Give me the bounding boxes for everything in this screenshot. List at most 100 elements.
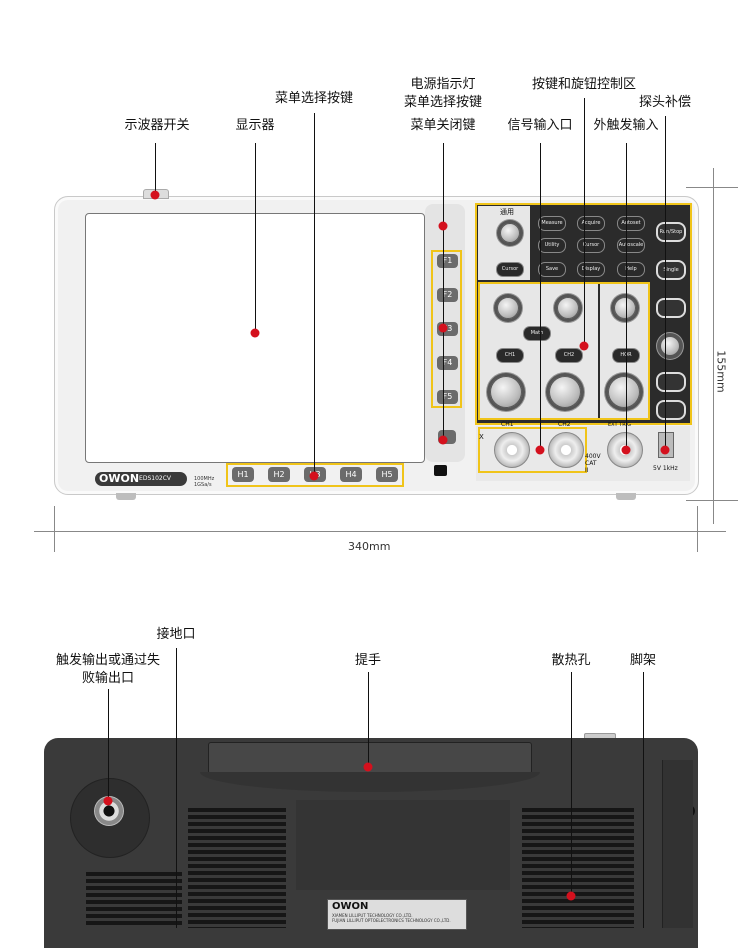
f4-key[interactable]: F4	[437, 356, 458, 370]
width-dim-line	[34, 531, 726, 532]
h5-key[interactable]: H5	[376, 467, 398, 482]
stand-bracket[interactable]	[662, 760, 693, 928]
leader-power-switch	[155, 143, 157, 195]
leader-controls-area	[584, 98, 586, 346]
ch1-button[interactable]: CH1	[496, 348, 524, 363]
save-button[interactable]: Save	[538, 262, 566, 277]
nameplate-brand: OWON	[332, 901, 369, 912]
nameplate-line2: FUJIAN LILLIPUT OPTOELECTRONICS TECHNOLO…	[332, 918, 451, 923]
probe-comp-label: 5V 1kHz	[653, 465, 678, 472]
label-probe-comp: 探头补偿	[638, 95, 692, 110]
marker-display	[250, 328, 260, 338]
label-menu-select: 菜单选择按键	[274, 91, 354, 106]
h4-key[interactable]: H4	[340, 467, 362, 482]
ch2-position-knob[interactable]	[557, 297, 579, 319]
ext-trigger-label: EXT TRIG	[608, 422, 632, 428]
f5-key[interactable]: F5	[437, 390, 458, 404]
signal-input-highlight	[478, 427, 587, 473]
marker-menu-select-2	[438, 323, 448, 333]
ch1-input-label: CH1	[501, 421, 514, 428]
vertical-highlight	[478, 282, 650, 420]
ch1-input[interactable]	[494, 432, 530, 468]
height-dim-text: 155mm	[714, 350, 728, 393]
label-stand: 脚架	[629, 653, 657, 668]
marker-power-switch	[150, 190, 160, 200]
cat-label: 400V CAT II	[585, 453, 601, 474]
controls-highlight	[475, 203, 692, 425]
display-button[interactable]: Display	[577, 262, 605, 277]
cursor-key[interactable]: Cursor	[496, 262, 524, 277]
ch2-input-label: CH2	[558, 421, 571, 428]
leader-ground	[176, 648, 178, 928]
height-dim-line	[713, 168, 714, 524]
marker-trigger-output	[103, 796, 113, 806]
cursor-button[interactable]: Cursor	[577, 238, 605, 253]
general-knob[interactable]	[500, 223, 520, 243]
single-button[interactable]: Single	[656, 260, 686, 280]
label-handle: 提手	[354, 653, 382, 668]
label-controls-area: 按键和旋钮控制区	[531, 77, 637, 92]
label-trigger-output: 触发输出或通过失败输出口	[55, 653, 160, 686]
time-base-knob[interactable]	[608, 376, 640, 408]
panel-top-label: 通用	[500, 208, 514, 216]
ch2-input[interactable]	[548, 432, 584, 468]
acquire-button[interactable]: Acquire	[577, 216, 605, 231]
ch1-volts-knob[interactable]	[490, 376, 522, 408]
nameplate-line1: XIAMEN LILLIPUT TECHNOLOGY CO.,LTD.	[332, 913, 413, 918]
label-vent: 散热孔	[551, 653, 591, 668]
f-keys-highlight	[431, 250, 462, 408]
vent-left	[188, 808, 286, 928]
ch1-position-knob[interactable]	[497, 297, 519, 319]
label-external-trigger: 外触发输入	[593, 118, 659, 133]
leader-stand	[643, 672, 645, 928]
h-position-knob[interactable]	[614, 297, 636, 319]
trigger-button-1[interactable]	[656, 298, 686, 318]
label-power-indicator: 电源指示灯	[410, 77, 476, 92]
leader-display	[255, 143, 257, 333]
marker-menu-close	[438, 435, 448, 445]
trigger-button-2[interactable]	[656, 372, 686, 392]
brand-logo: OWONEDS102CV	[95, 472, 187, 486]
f2-key[interactable]: F2	[437, 288, 458, 302]
trigger-knob[interactable]	[660, 336, 680, 356]
vent-left-small	[86, 872, 182, 928]
x-label: X	[479, 433, 484, 441]
front-foot-right	[616, 493, 636, 500]
trigger-button-3[interactable]	[656, 400, 686, 420]
marker-power-indicator	[438, 221, 448, 231]
help-button[interactable]: Help	[617, 262, 645, 277]
width-dim-tick-left	[54, 506, 55, 552]
leader-menu-select	[314, 113, 316, 476]
h1-key[interactable]: H1	[232, 467, 254, 482]
model-name: EDS102CV	[139, 475, 172, 482]
height-dim-tick-top	[686, 187, 738, 188]
handle-recess	[200, 772, 540, 792]
leader-external-trigger	[626, 143, 628, 450]
marker-signal-input	[535, 445, 545, 455]
leader-menu-indicator	[443, 143, 445, 440]
width-dim-tick-right	[697, 506, 698, 552]
f1-key[interactable]: F1	[437, 254, 458, 268]
label-menu-close: 菜单关闭键	[410, 118, 476, 133]
width-dim-text: 340mm	[348, 540, 391, 553]
marker-handle	[363, 762, 373, 772]
leader-vent	[571, 672, 573, 896]
height-dim-tick-bottom	[686, 500, 738, 501]
autoscale-button[interactable]: Autoscale	[617, 238, 645, 253]
leader-probe-comp	[665, 116, 667, 450]
back-label-area	[296, 800, 510, 890]
marker-probe-comp	[660, 445, 670, 455]
usb-port[interactable]	[434, 465, 447, 476]
math-button[interactable]: Math	[523, 326, 551, 341]
run-stop-button[interactable]: Run/Stop	[656, 222, 686, 242]
vent-right	[522, 808, 634, 928]
measure-button[interactable]: Measure	[538, 216, 566, 231]
ch2-volts-knob[interactable]	[549, 376, 581, 408]
h2-key[interactable]: H2	[268, 467, 290, 482]
back-nameplate: OWON XIAMEN LILLIPUT TECHNOLOGY CO.,LTD.…	[327, 899, 467, 930]
utility-button[interactable]: Utility	[538, 238, 566, 253]
ch2-button[interactable]: CH2	[555, 348, 583, 363]
autoset-button[interactable]: Autoset	[617, 216, 645, 231]
marker-menu-select	[309, 471, 319, 481]
